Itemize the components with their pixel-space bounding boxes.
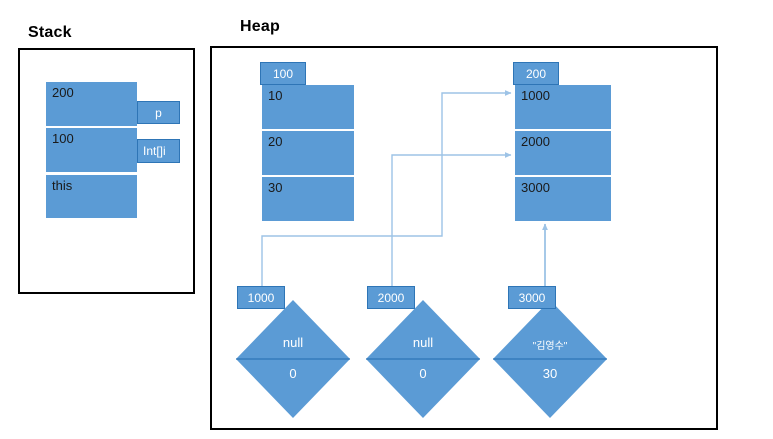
heap-object-1000: null 0 [236, 300, 350, 418]
heap-object-2000-top: null [412, 335, 434, 350]
heap-array-0-cell-1: 20 [262, 131, 354, 175]
heap-object-1000-top: null [282, 335, 304, 350]
heap-array-1-address: 200 [513, 62, 559, 85]
heap-object-3000-address: 3000 [508, 286, 556, 309]
stack-frame-0-value: 200 [46, 82, 137, 126]
heap-array-1-cell-1: 2000 [515, 131, 611, 175]
heap-object-2000-address: 2000 [367, 286, 415, 309]
stack-frame-0-tag: p [137, 101, 180, 124]
heap-region-box [210, 46, 718, 430]
stack-title: Stack [28, 24, 72, 41]
heap-object-3000-bottom: 30 [542, 366, 558, 381]
heap-title: Heap [240, 18, 280, 35]
heap-object-1000-address: 1000 [237, 286, 285, 309]
heap-object-3000: "김영수" 30 [493, 300, 607, 418]
heap-array-0-cell-0: 10 [262, 85, 354, 129]
stack-frame-1-value: 100 [46, 128, 137, 172]
heap-object-3000-top: "김영수" [532, 341, 568, 352]
stack-region-box [18, 48, 195, 294]
heap-array-0-address: 100 [260, 62, 306, 85]
heap-object-2000-bottom: 0 [419, 366, 427, 381]
stack-frame-2-value: this [46, 175, 137, 218]
heap-object-1000-bottom: 0 [289, 366, 297, 381]
heap-array-0-cell-2: 30 [262, 177, 354, 221]
heap-object-2000: null 0 [366, 300, 480, 418]
heap-array-1-cell-2: 3000 [515, 177, 611, 221]
stack-frame-1-tag: Int[]i [137, 139, 180, 163]
heap-array-1-cell-0: 1000 [515, 85, 611, 129]
